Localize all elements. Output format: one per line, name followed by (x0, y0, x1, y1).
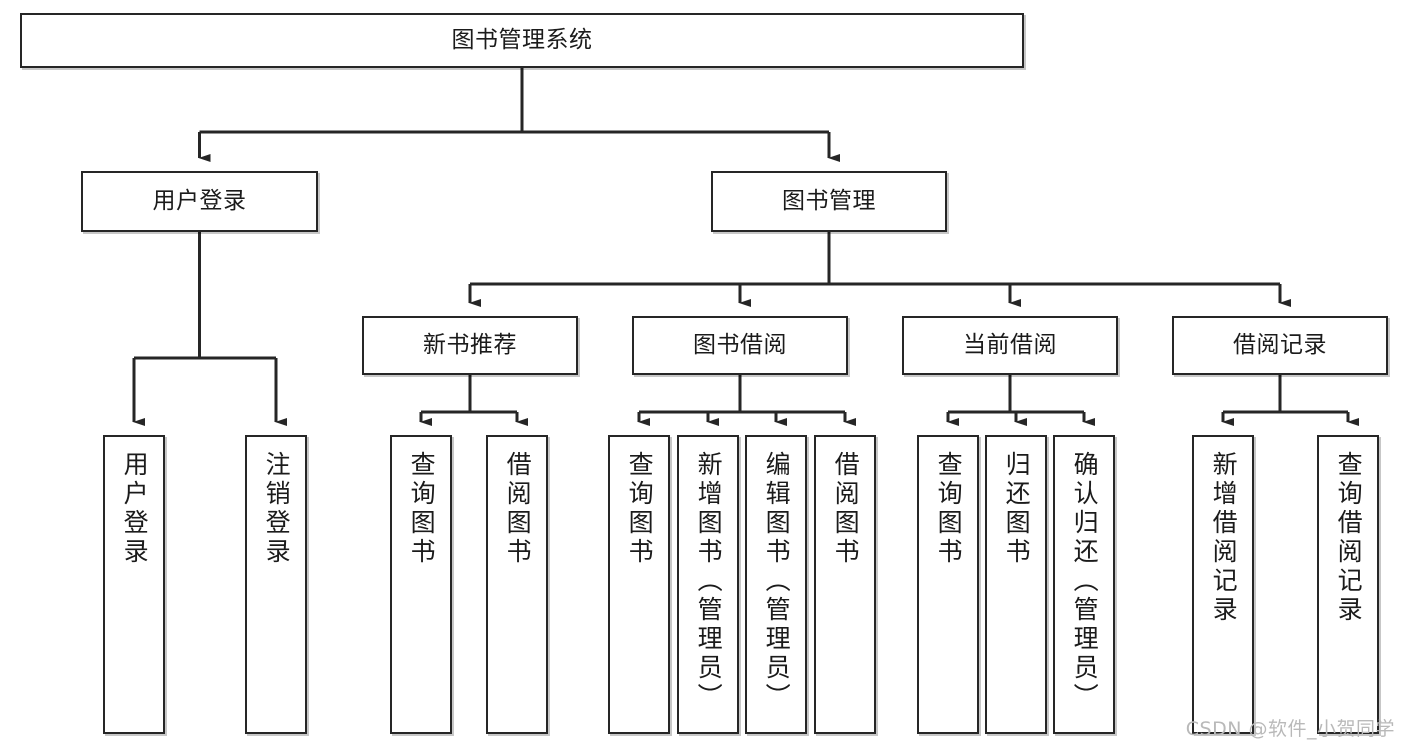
node-label: 确认归还（管理员） (1070, 451, 1100, 712)
node-label: 借阅图书 (503, 451, 533, 567)
node-label: 当前借阅 (963, 331, 1057, 358)
node-book-borrow: 图书借阅 (632, 316, 848, 375)
node-label: 新书推荐 (423, 331, 517, 358)
node-leaf-user-login: 用户登录 (103, 435, 165, 734)
node-leaf-confirm-ret: 确认归还（管理员） (1053, 435, 1115, 734)
node-current-borrow: 当前借阅 (902, 316, 1118, 375)
node-label: 查询图书 (934, 451, 964, 567)
node-label: 新增借阅记录 (1209, 451, 1239, 625)
node-borrow-record: 借阅记录 (1172, 316, 1388, 375)
node-label: 用户登录 (152, 187, 247, 214)
node-leaf-query-book-3: 查询图书 (917, 435, 979, 734)
node-label: 用户登录 (120, 451, 150, 567)
node-leaf-query-record: 查询借阅记录 (1317, 435, 1379, 734)
node-root: 图书管理系统 (20, 13, 1024, 68)
node-label: 借阅记录 (1233, 331, 1327, 358)
node-user-login: 用户登录 (81, 171, 318, 232)
node-leaf-edit-book: 编辑图书（管理员） (745, 435, 807, 734)
node-label: 查询图书 (625, 451, 655, 567)
node-label: 归还图书 (1002, 451, 1032, 567)
node-label: 借阅图书 (831, 451, 861, 567)
node-label: 图书管理 (782, 187, 876, 214)
node-leaf-user-logout: 注销登录 (245, 435, 307, 734)
node-book-manage: 图书管理 (711, 171, 947, 232)
node-leaf-return-book: 归还图书 (985, 435, 1047, 734)
node-label: 查询图书 (407, 451, 437, 567)
node-leaf-query-book-2: 查询图书 (608, 435, 670, 734)
node-leaf-add-record: 新增借阅记录 (1192, 435, 1254, 734)
node-label: 编辑图书（管理员） (762, 451, 792, 712)
node-leaf-add-book: 新增图书（管理员） (677, 435, 739, 734)
node-label: 图书管理系统 (451, 26, 593, 53)
node-new-book-rec: 新书推荐 (362, 316, 578, 375)
node-label: 注销登录 (262, 451, 292, 567)
node-label: 图书借阅 (693, 331, 787, 358)
node-label: 新增图书（管理员） (694, 451, 724, 712)
node-leaf-borrow-book-2: 借阅图书 (814, 435, 876, 734)
node-label: 查询借阅记录 (1334, 451, 1364, 625)
node-leaf-borrow-book-1: 借阅图书 (486, 435, 548, 734)
node-leaf-query-book-1: 查询图书 (390, 435, 452, 734)
